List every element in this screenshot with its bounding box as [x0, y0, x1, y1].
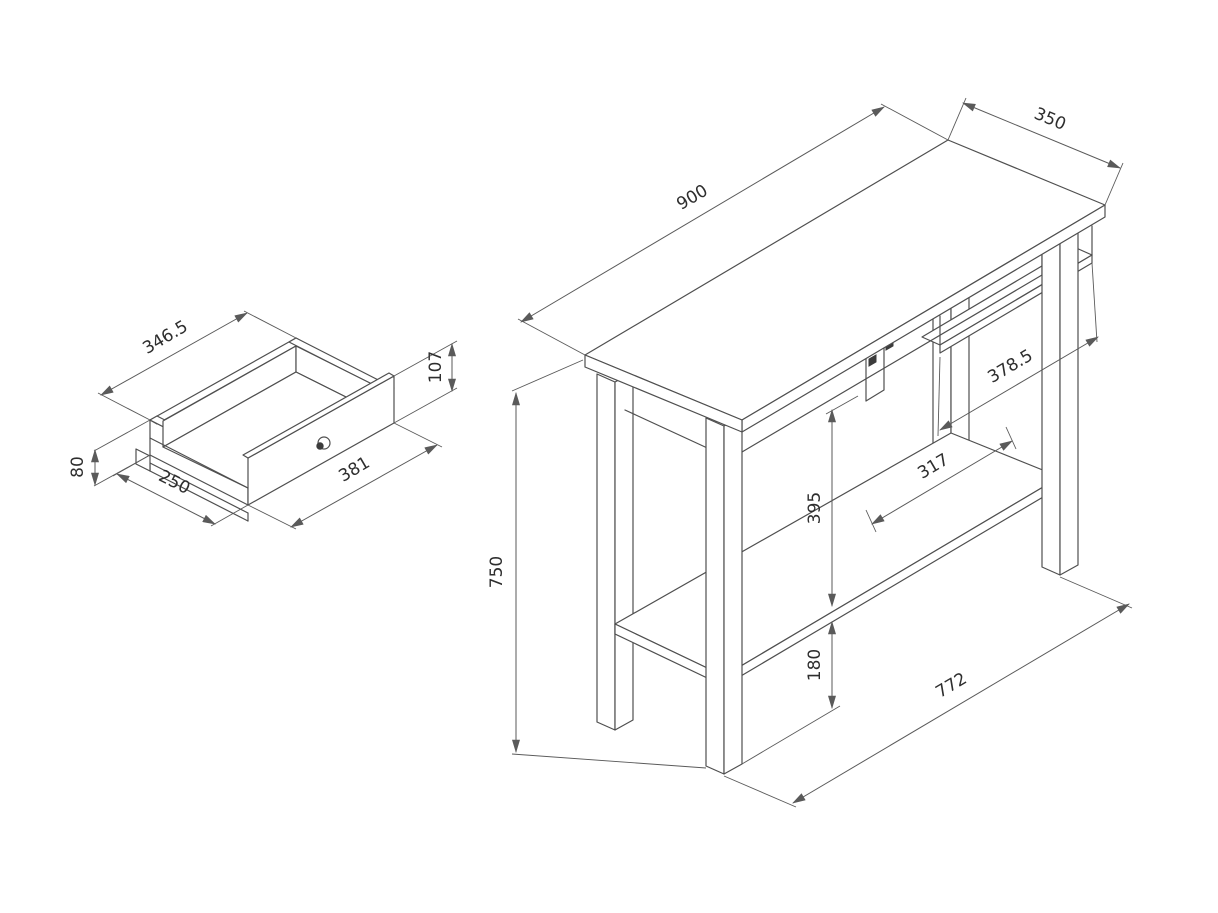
table-leg-back-left	[596, 371, 634, 731]
front-apron-bottom-edge	[741, 274, 1043, 453]
bracket-screw	[868, 354, 877, 367]
extension-line	[723, 775, 797, 808]
dim-front-height: 107	[393, 340, 458, 424]
tabletop-left-face	[584, 354, 743, 433]
dim-top-to-shelf: 395	[805, 395, 859, 608]
extension-line	[112, 454, 151, 477]
lower-shelf	[614, 432, 1061, 687]
table-view: 900 350 750 378.5	[487, 97, 1133, 808]
dim-label-tray-depth: 378.5	[984, 346, 1036, 388]
drawer-dimensions: 346.5 107 80 250	[68, 310, 458, 530]
dim-label-base-span: 772	[932, 669, 970, 703]
leg-face	[1041, 218, 1061, 576]
dimension-line	[939, 336, 1099, 431]
dim-label-back-width: 346.5	[139, 317, 191, 359]
leg-face	[723, 415, 743, 775]
table-leg-front-left	[705, 415, 743, 775]
rail-back-bracket	[135, 448, 151, 472]
dimension-line	[792, 603, 1130, 804]
leg-face	[596, 373, 616, 731]
dim-height: 750	[487, 359, 707, 769]
drawer-side-seam-line	[149, 437, 249, 489]
extension-line	[880, 103, 949, 141]
extension-line	[247, 504, 297, 530]
leg-face	[705, 417, 725, 775]
extension-line	[511, 359, 584, 392]
dim-label-front-width: 381	[335, 453, 373, 487]
dimension-line	[520, 106, 885, 323]
extension-line	[517, 318, 586, 356]
dim-label-side-height: 80	[68, 456, 88, 478]
extension-line	[865, 509, 877, 533]
dim-label-length: 900	[673, 181, 711, 215]
extension-line	[393, 340, 458, 377]
leg-face	[1059, 216, 1079, 576]
dimension-line	[100, 312, 248, 396]
extension-line	[1091, 262, 1098, 343]
extension-line	[393, 387, 458, 424]
dimension-line	[962, 102, 1121, 169]
left-apron-bottom-edge	[624, 409, 717, 453]
extension-line	[511, 753, 707, 769]
drawer-front-rim	[242, 372, 395, 459]
dim-label-top-to-shelf: 395	[805, 492, 825, 524]
extension-line	[243, 310, 297, 339]
knob-center	[316, 442, 324, 450]
table-leg-front-right	[1041, 216, 1079, 576]
dim-label-front-height: 107	[426, 351, 446, 383]
dim-label-shelf-to-floor: 180	[805, 649, 825, 681]
extension-line	[1104, 162, 1124, 206]
extension-line	[93, 419, 151, 452]
table-structure	[584, 139, 1106, 775]
dim-label-height: 750	[487, 556, 507, 588]
extension-line	[1059, 576, 1133, 609]
leg-face	[614, 371, 634, 731]
dimension-line	[116, 473, 216, 525]
shelf-top-face	[614, 432, 1061, 677]
dim-label-top-depth: 350	[1031, 104, 1069, 135]
dimension-line	[871, 440, 1013, 525]
extension-line	[393, 422, 443, 448]
extension-line	[947, 97, 967, 141]
extension-line	[741, 705, 841, 765]
extension-line	[825, 395, 859, 415]
extension-line	[210, 504, 249, 527]
drawer-view: 346.5 107 80 250	[68, 310, 458, 530]
extension-line	[1005, 426, 1017, 450]
dimension-line	[290, 444, 438, 528]
extension-line	[97, 392, 151, 421]
